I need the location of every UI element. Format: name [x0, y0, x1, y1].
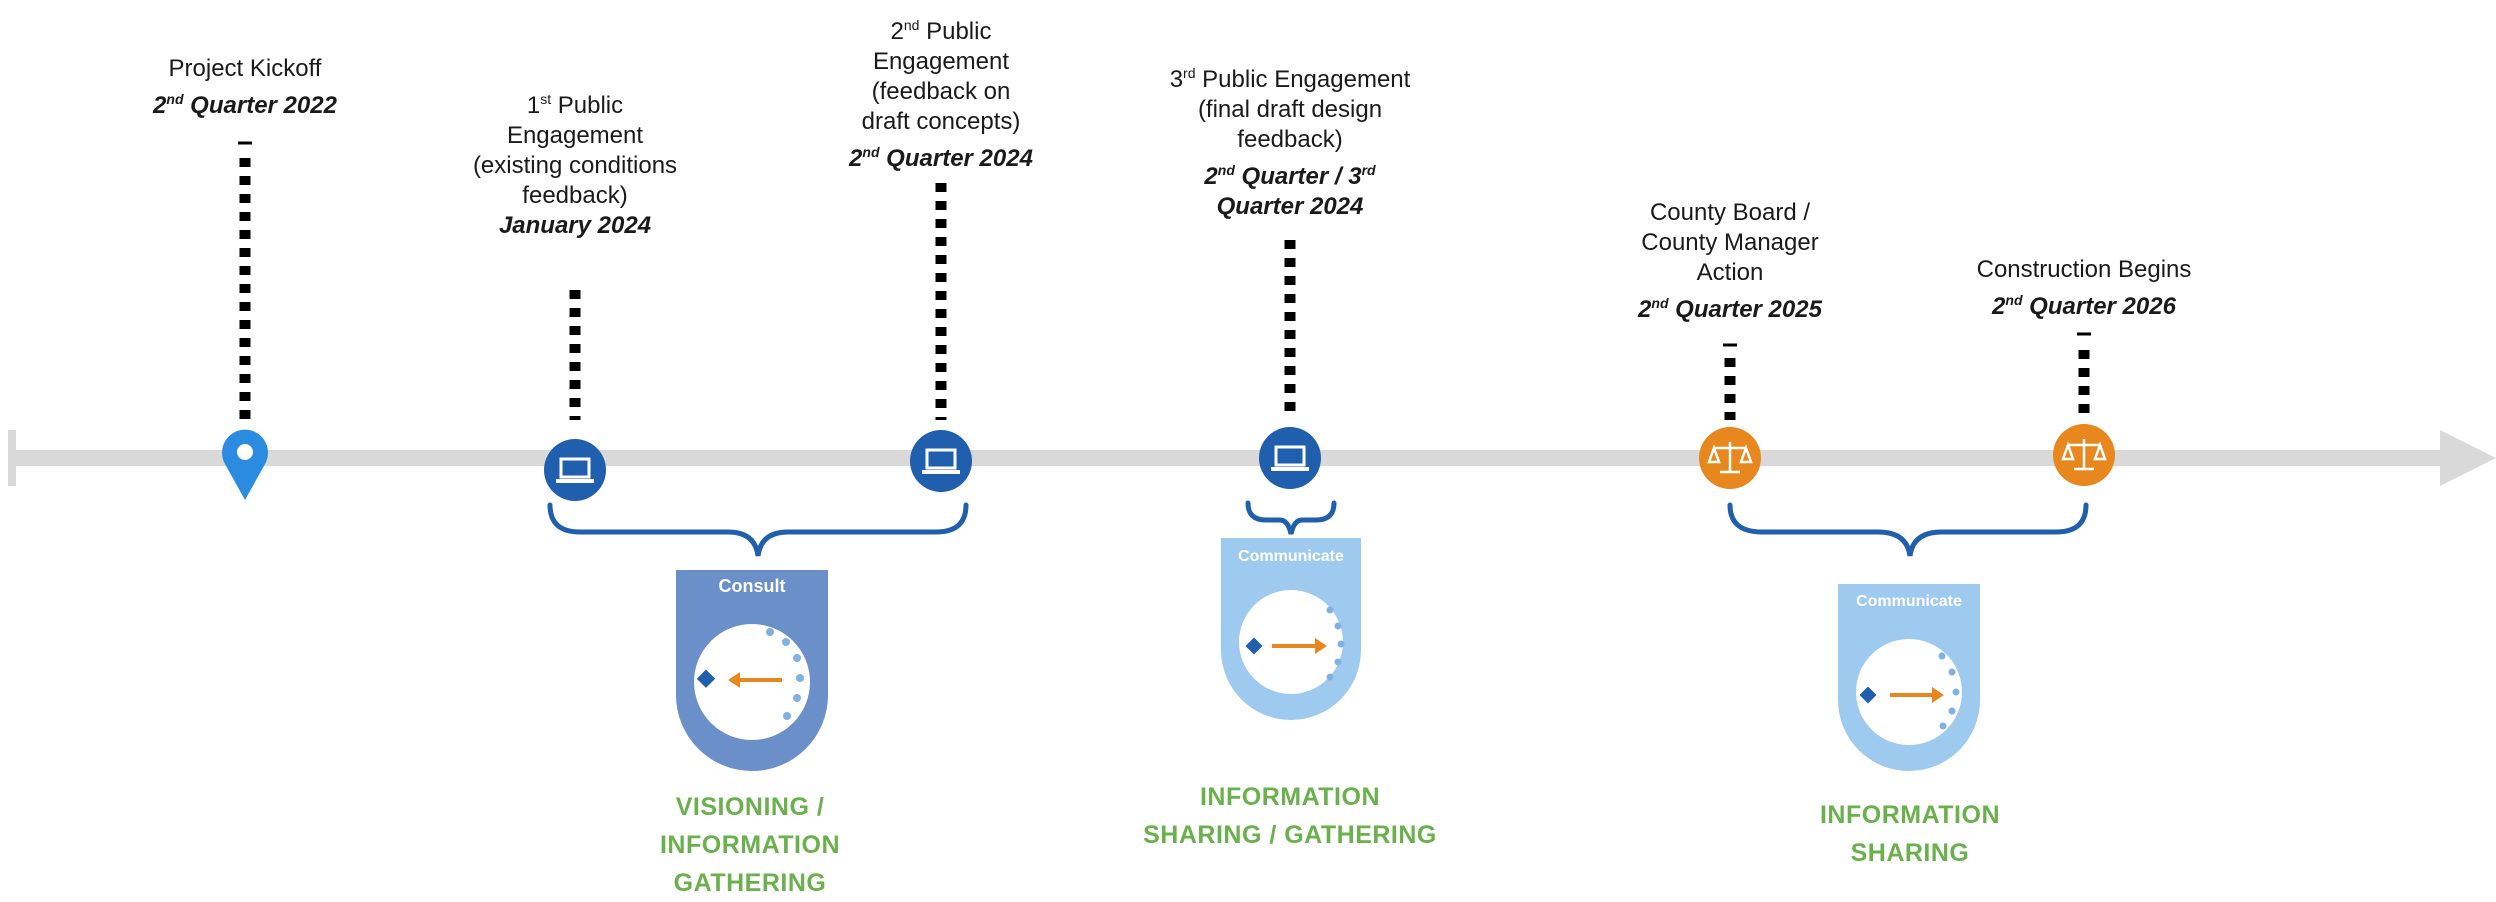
phase-line: GATHERING: [673, 869, 827, 897]
milestone-date: January 2024: [498, 212, 652, 239]
milestone-engagement-1-label: 1st Public Engagement (existing conditio…: [440, 84, 710, 241]
phase-label-visioning: VISIONING / INFORMATION GATHERING: [600, 788, 900, 902]
consult-badge-title: Consult: [718, 576, 786, 596]
milestone-date: 2nd Quarter 2025: [1638, 295, 1822, 323]
milestone-title-line: Engagement: [872, 48, 1010, 75]
scales-icon: [1699, 427, 1761, 489]
milestone-construction-label: Construction Begins 2nd Quarter 2026: [1934, 255, 2234, 322]
laptop-icon: [1259, 427, 1321, 489]
milestone-date-line-2: Quarter 2024: [1216, 193, 1364, 220]
communicate-badge-1: [1221, 538, 1361, 720]
milestone-title-line: 3rd Public Engagement: [1169, 65, 1411, 93]
milestone-title-line: Construction Begins: [1976, 256, 2192, 283]
milestone-title-line: (final draft design: [1197, 96, 1383, 123]
communicate-badge-2-title: Communicate: [1856, 593, 1962, 610]
brace-communicate-1: [1245, 500, 1337, 535]
communicate-badge-2: [1838, 584, 1980, 771]
laptop-icon: [910, 430, 972, 492]
milestone-title-line: 1st Public: [526, 91, 624, 119]
milestone-kickoff-label: Project Kickoff 2nd Quarter 2022: [110, 54, 380, 121]
milestone-title-line: Engagement: [506, 122, 644, 149]
milestone-engagement-2-label: 2nd Public Engagement (feedback on draft…: [806, 10, 1076, 174]
milestone-title-line: County Board /: [1649, 199, 1811, 226]
phase-line: SHARING / GATHERING: [1143, 821, 1437, 849]
phase-line: INFORMATION: [659, 831, 840, 859]
phase-line: VISIONING /: [675, 793, 825, 821]
dotted-connectors: [239, 158, 2090, 420]
milestone-date: 2nd Quarter 2026: [1992, 292, 2176, 320]
consult-badge: [676, 570, 828, 771]
milestone-title-line: (feedback on: [871, 78, 1011, 105]
timeline-axis: [8, 430, 2496, 486]
communicate-badge-1-title: Communicate: [1238, 548, 1344, 565]
milestone-title-line: (existing conditions: [472, 152, 678, 179]
axis-arrow-head: [2440, 430, 2496, 486]
milestone-title-line: Action: [1696, 259, 1764, 286]
milestone-date: 2nd Quarter / 3rd: [1204, 162, 1376, 190]
laptop-icon: [544, 439, 606, 501]
milestone-title-line: County Manager: [1641, 229, 1819, 256]
location-pin-icon: [222, 429, 268, 500]
brace-communicate-2: [1727, 502, 2089, 557]
milestone-title-line: feedback): [522, 182, 628, 209]
milestone-county-action-label: County Board / County Manager Action 2nd…: [1600, 198, 1860, 325]
phase-label-info-sharing: INFORMATION SHARING: [1760, 796, 2060, 872]
milestone-date: 2nd Quarter 2022: [153, 91, 337, 119]
milestone-engagement-3-label: 3rd Public Engagement (final draft desig…: [1130, 58, 1450, 222]
phase-label-info-sharing-gathering: INFORMATION SHARING / GATHERING: [1120, 778, 1460, 854]
phase-line: SHARING: [1850, 839, 1970, 867]
milestone-title-line: draft concepts): [861, 108, 1021, 135]
milestone-title: Project Kickoff: [168, 55, 322, 82]
milestone-date: 2nd Quarter 2024: [849, 144, 1033, 172]
phase-line: INFORMATION: [1819, 801, 2000, 829]
brace-consult: [547, 502, 969, 557]
phase-line: INFORMATION: [1199, 783, 1380, 811]
scales-icon: [2053, 424, 2115, 486]
milestone-title-line: 2nd Public: [890, 17, 992, 45]
milestone-title-line: feedback): [1237, 126, 1343, 153]
